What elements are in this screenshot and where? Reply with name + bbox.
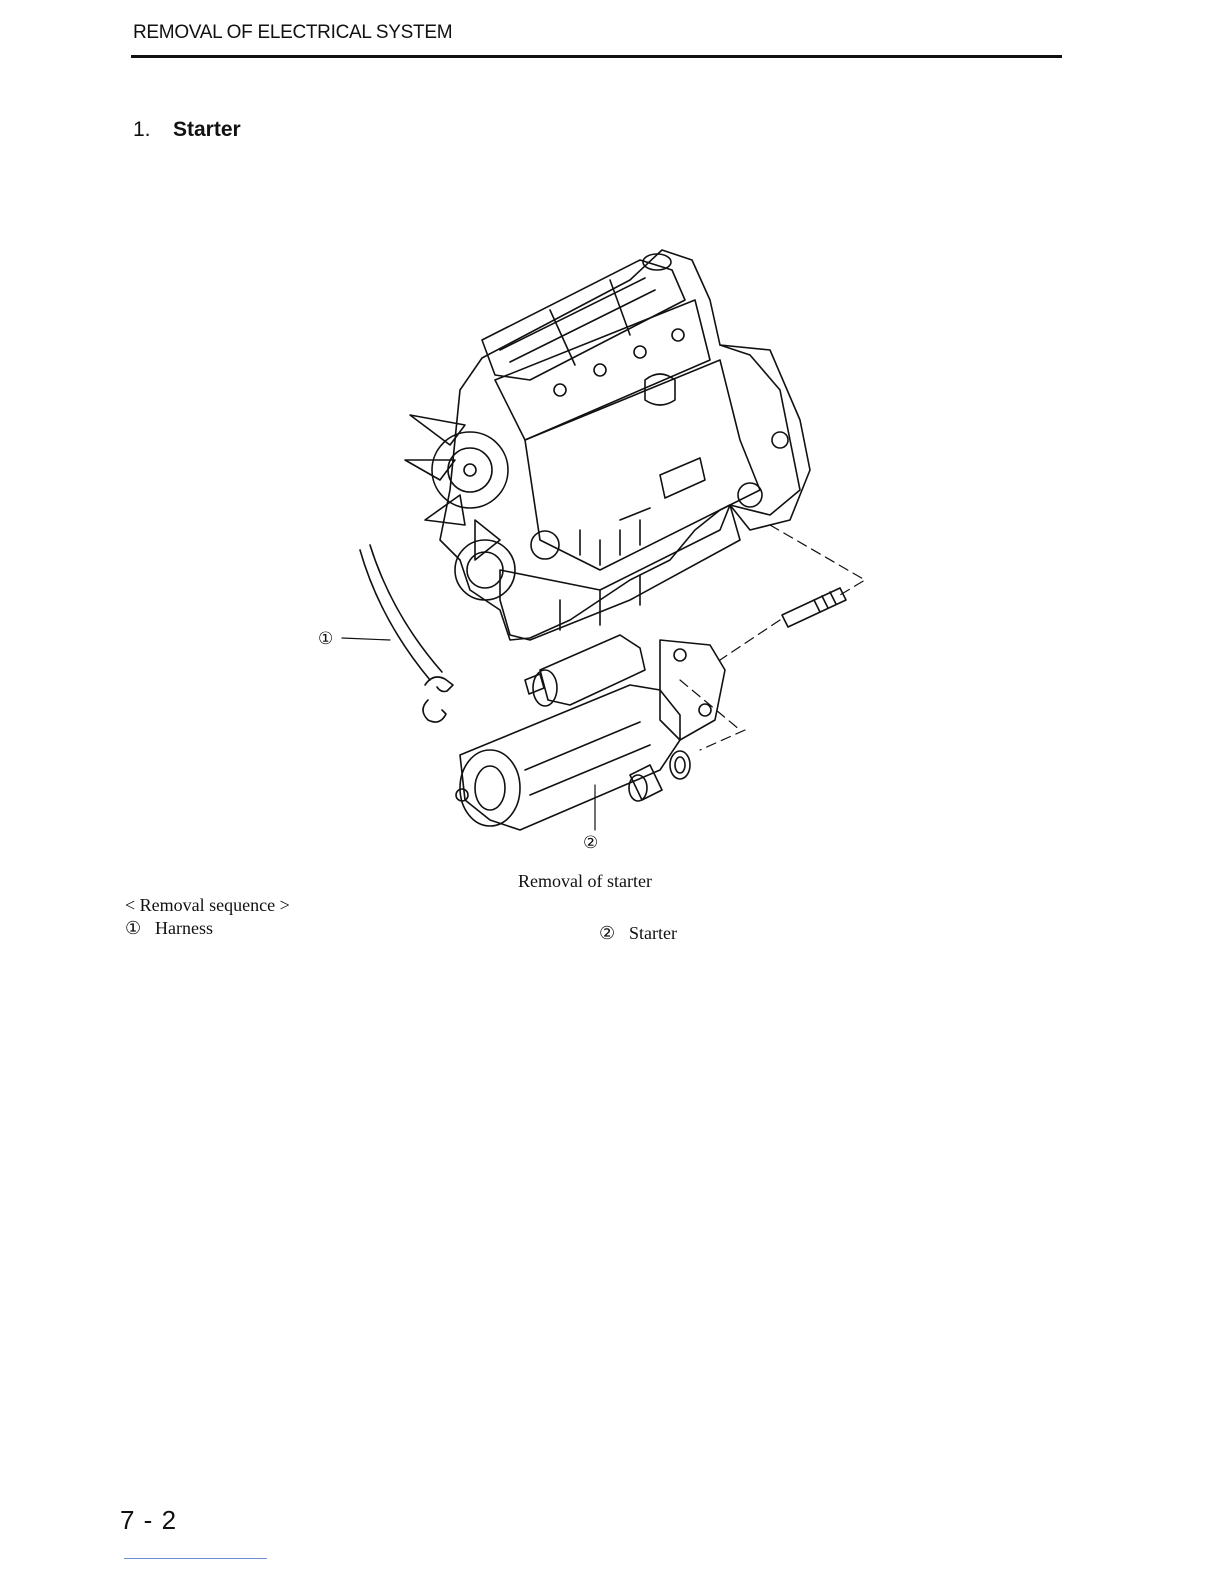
engine-drawing (405, 250, 810, 640)
starter-removal-figure: ① ② (300, 240, 880, 860)
section-title: Starter (173, 118, 241, 141)
header-title: REMOVAL OF ELECTRICAL SYSTEM (133, 22, 452, 44)
engine-starter-illustration: ① ② (300, 240, 880, 860)
sequence-marker: ② (599, 923, 629, 944)
sequence-label: Starter (629, 923, 677, 943)
section-number: 1. (133, 118, 173, 142)
callout-2: ② (583, 833, 598, 853)
figure-caption: Removal of starter (518, 871, 652, 892)
header-rule (131, 55, 1062, 58)
stud-bolt-drawing (782, 588, 846, 627)
harness-drawing (360, 545, 453, 722)
sequence-label: Harness (155, 918, 213, 938)
sequence-heading: < Removal sequence > (125, 895, 290, 916)
starter-motor-drawing (456, 635, 725, 830)
callout-1: ① (318, 629, 333, 649)
page-number: 7 - 2 (120, 1505, 177, 1536)
footer-link-underline (124, 1558, 267, 1559)
nut-washer-drawing (629, 751, 690, 801)
sequence-marker: ① (125, 918, 155, 939)
section-heading: 1.Starter (133, 118, 241, 142)
